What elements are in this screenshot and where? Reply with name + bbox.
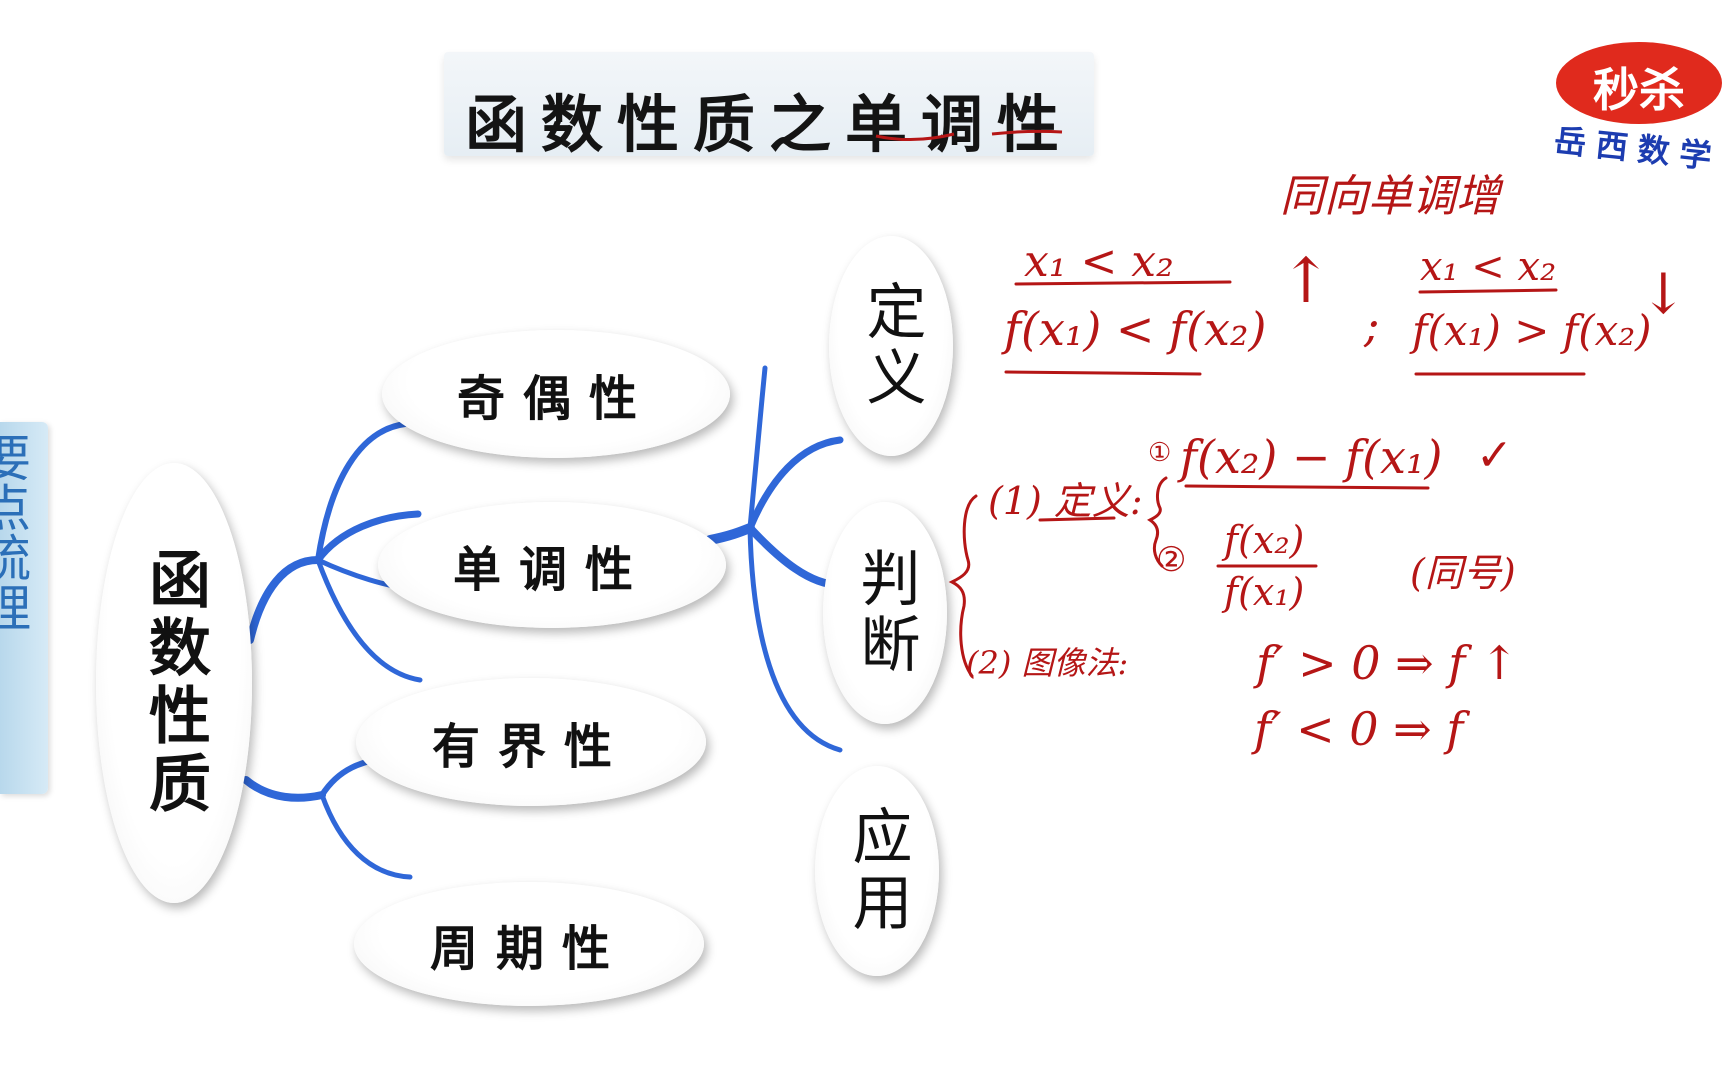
leaf-node-definition[interactable]: 定义 xyxy=(829,236,953,456)
frac1-underline xyxy=(1004,370,1202,376)
small-brace xyxy=(1147,476,1168,568)
note-semicolon: ; xyxy=(1364,298,1380,352)
connector-to-mid xyxy=(315,557,423,683)
note-check: ✓ xyxy=(1476,430,1513,481)
connector-to-monotonic xyxy=(314,510,422,564)
note-ratio-bottom: f(x₁) xyxy=(1224,570,1305,614)
root-node[interactable]: 函数性质 xyxy=(96,463,252,903)
frac2-bar xyxy=(1418,288,1558,294)
connector-root-upper xyxy=(246,556,322,644)
title-underline-marks xyxy=(875,129,1063,142)
branch-label-periodic: 周期性 xyxy=(429,921,628,977)
note-up-arrow: ↑ xyxy=(1280,244,1332,317)
connector-to-definition xyxy=(747,365,768,531)
note-circle1: ① xyxy=(1148,438,1172,468)
branch-node-parity[interactable]: 奇偶性 xyxy=(382,330,730,458)
note-item1-label: (1) 定义: xyxy=(988,479,1143,523)
note-frac2-bottom: f(x₁) > f(x₂) xyxy=(1412,306,1652,355)
branch-label-parity: 奇偶性 xyxy=(456,371,655,427)
logo-glyph: 秒杀 xyxy=(1593,63,1685,117)
note-same-sign: (同号) xyxy=(1410,551,1516,595)
connector-to-periodic xyxy=(319,792,413,880)
connector-root-lower xyxy=(242,776,326,802)
def-underline xyxy=(1038,516,1116,522)
side-tab[interactable]: 要点梳理 xyxy=(0,422,48,794)
leaf-node-apply[interactable]: 应用 xyxy=(815,766,939,976)
branch-node-bounded[interactable]: 有界性 xyxy=(356,678,706,806)
branch-node-monotonic[interactable]: 单调性 xyxy=(378,502,726,628)
page-title: 函数性质之单调性 xyxy=(464,88,1073,161)
note-deriv-neg: f′ < 0 ⇒ f xyxy=(1254,702,1464,756)
note-down-arrow: ↓ xyxy=(1640,262,1687,327)
note-frac2-top: x₁ < x₂ xyxy=(1420,244,1557,290)
big-brace xyxy=(948,494,978,678)
branch-label-monotonic: 单调性 xyxy=(452,542,651,598)
note-frac1-top: x₁ < x₂ xyxy=(1024,236,1174,287)
leaf-label-judge: 判断 xyxy=(850,547,920,679)
leaf-label-definition: 定义 xyxy=(856,280,926,412)
root-node-label: 函数性质 xyxy=(138,547,211,819)
leaf-node-judge[interactable]: 判断 xyxy=(823,502,947,724)
leaf-label-apply: 应用 xyxy=(842,805,912,937)
diff-underline xyxy=(1184,484,1430,490)
brand-logo: 秒杀 岳西数学 xyxy=(1548,28,1728,177)
branch-label-bounded: 有界性 xyxy=(431,719,630,775)
logo-oval xyxy=(1556,42,1722,124)
frac1-bar xyxy=(1014,280,1232,286)
connector-to-definition-2 xyxy=(746,436,844,532)
side-tab-label: 要点梳理 xyxy=(0,432,31,632)
note-item2-label: (2) 图像法: xyxy=(966,644,1129,682)
note-ratio-top: f(x₂) xyxy=(1224,518,1305,562)
note-same-dir-increasing: 同向单调增 xyxy=(1280,171,1500,222)
note-frac1-bottom: f(x₁) < f(x₂) xyxy=(1004,302,1267,356)
connector-to-apply xyxy=(747,525,843,753)
connector-to-parity xyxy=(315,421,408,563)
note-diff-expr: f(x₂) − f(x₁) xyxy=(1180,430,1443,484)
note-circle2: ② xyxy=(1156,540,1187,580)
note-deriv-pos: f′ > 0 ⇒ f ↑ xyxy=(1256,636,1519,690)
title-banner: 函数性质之单调性 xyxy=(444,52,1094,161)
branch-node-periodic[interactable]: 周期性 xyxy=(354,882,704,1006)
